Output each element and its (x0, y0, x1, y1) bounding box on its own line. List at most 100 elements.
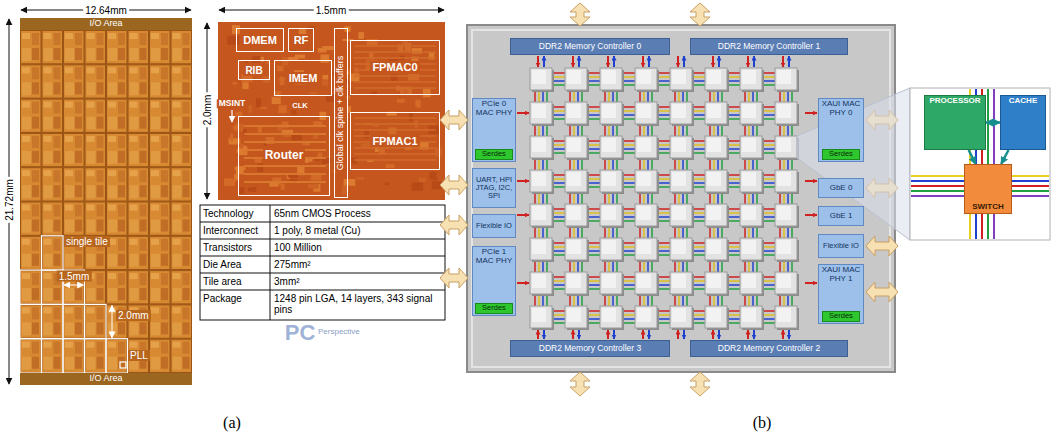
tile-block (161, 48, 168, 60)
tile-block (161, 170, 168, 182)
serdes-block: Serdes (475, 303, 513, 314)
tile-block (130, 170, 138, 176)
tile-block (54, 220, 61, 232)
controller-link (648, 330, 650, 339)
photo-texture (435, 148, 442, 157)
tile-block (130, 254, 139, 267)
tile-block (97, 136, 104, 148)
fpmac-texture (354, 81, 436, 83)
io-link (517, 214, 529, 216)
photo-texture (224, 178, 235, 185)
io-arrow (440, 175, 468, 195)
die-tile (42, 31, 63, 64)
mesh-tile (740, 238, 762, 260)
die-tile (150, 133, 171, 166)
photo-texture (412, 48, 422, 54)
tile-block (87, 48, 96, 61)
mesh-tile (530, 102, 552, 124)
watermark: Perspective (318, 328, 360, 337)
tile-block (183, 273, 190, 285)
die-tile (64, 133, 85, 166)
die-tile (42, 133, 63, 166)
tile-block (22, 117, 31, 130)
tile-block (140, 48, 147, 60)
tile-block (140, 117, 147, 129)
tile-highlight (637, 70, 651, 84)
mesh-tile (530, 306, 552, 328)
fpmac-texture (354, 51, 436, 53)
tile-block (161, 273, 168, 285)
tile-block (173, 82, 182, 95)
die-tile (21, 99, 42, 132)
tile-block (44, 205, 52, 211)
tile-block (54, 342, 61, 354)
tile-highlight (742, 138, 756, 152)
fpmac-texture (354, 129, 436, 131)
node-text: DDR2 Memory Controller 3 (539, 344, 642, 353)
tile-block (22, 170, 30, 176)
table-rule (200, 273, 445, 274)
controller-link (543, 330, 545, 339)
controller-link (642, 56, 644, 67)
tile-block (75, 151, 82, 163)
io-band: I/O Area (20, 18, 192, 30)
io-arrow (440, 110, 468, 130)
tile-block (22, 307, 30, 313)
tile-block (75, 205, 82, 217)
die-tile (42, 236, 63, 269)
tile-highlight (567, 172, 581, 186)
tile-block (87, 342, 95, 348)
callout-label: MSINT (217, 99, 247, 108)
mesh-tile (775, 306, 797, 328)
tile-highlight (637, 138, 651, 152)
tile-block (140, 288, 147, 300)
tile-block (32, 307, 39, 319)
node-text: Serdes (829, 312, 853, 320)
tile-block (183, 288, 190, 300)
mesh-tile (565, 204, 587, 226)
tile-block (140, 322, 147, 334)
tile-highlight (742, 240, 756, 254)
io-link (517, 180, 529, 182)
controller-link (718, 330, 720, 339)
photo-texture (364, 131, 369, 139)
mesh-tile (530, 170, 552, 192)
tile-block (118, 273, 125, 285)
io-link (805, 112, 817, 114)
tile-block (161, 322, 168, 334)
tile-block (22, 220, 31, 233)
tile-block (54, 322, 61, 334)
photo-texture (344, 179, 356, 186)
tile-block (161, 185, 168, 197)
node-text: GbE 1 (830, 212, 853, 221)
photo-texture (350, 158, 357, 164)
die-tile (150, 202, 171, 235)
tile-block (108, 220, 117, 233)
die-tile (107, 133, 128, 166)
dimension-arrow (112, 305, 113, 337)
tile-block (54, 307, 61, 319)
controller-link (747, 330, 749, 339)
dimension-label: 21.72mm (4, 177, 15, 223)
die-tile (42, 305, 63, 338)
tile-block (161, 67, 168, 79)
mesh-tile (740, 170, 762, 192)
node-text: Serdes (829, 150, 853, 158)
photo-texture (419, 178, 426, 182)
tile-block (151, 185, 160, 198)
controller-link (782, 56, 784, 67)
tile-block (97, 342, 104, 354)
tile-block (140, 170, 147, 182)
tile-block (54, 82, 61, 94)
tile-highlight (707, 138, 721, 152)
io-link (805, 214, 817, 216)
tile-block (97, 273, 104, 285)
tile-block (108, 82, 117, 95)
tile-block (65, 254, 74, 267)
tile-block (173, 342, 181, 348)
die-tile (21, 65, 42, 98)
tile-block (32, 342, 39, 354)
tile-block (173, 307, 181, 313)
controller-link (572, 330, 574, 339)
tile-block (118, 117, 125, 129)
